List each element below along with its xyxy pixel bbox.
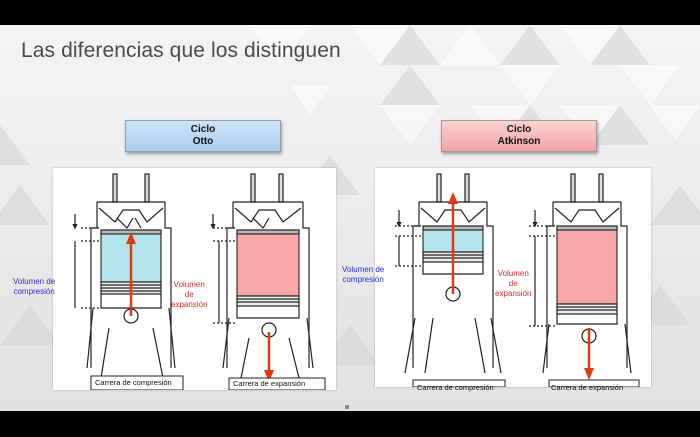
atkinson-label-line2: Atkinson — [497, 136, 541, 147]
otto-comp-label-2: compresión — [13, 287, 55, 296]
otto-exp-label-3: expansión — [171, 300, 208, 309]
otto-exp-label-2: de — [184, 290, 194, 299]
slide: Las diferencias que los distinguen Ciclo… — [0, 25, 700, 411]
atk-comp-label-1: Volumen de — [342, 265, 385, 274]
otto-expansion-engine — [210, 173, 314, 379]
atkinson-expansion-volume-label: Volumen de expansión — [495, 269, 531, 299]
otto-exp-label-1: Volumen — [173, 280, 205, 289]
otto-diagram-panel: Volumen de compresión Volumen de expansi… — [13, 168, 336, 390]
atkinson-diagram-panel: Volumen de compresión Volumen de expansi… — [342, 168, 651, 392]
atkinson-label-line1: Ciclo — [506, 124, 532, 135]
otto-compression-engine — [72, 173, 176, 379]
atkinson-engine-diagram — [395, 173, 640, 387]
otto-compression-volume-label: Volumen de compresión — [13, 277, 55, 297]
atkinson-expansion-stroke-caption: Carrera de expansión — [551, 383, 624, 392]
atkinson-cycle-label: Ciclo Atkinson — [441, 120, 597, 152]
atkinson-compression-volume-label: Volumen de compresión — [342, 265, 384, 285]
atkinson-compression-stroke-caption: Carrera de compresión — [417, 383, 494, 392]
otto-label-line1: Ciclo — [190, 124, 216, 135]
atk-exp-label-3: expansión — [495, 289, 532, 298]
otto-expansion-volume-label: Volumen de expansión — [171, 280, 207, 310]
slide-title: Las diferencias que los distinguen — [21, 39, 341, 62]
atk-comp-label-2: compresión — [342, 275, 384, 284]
otto-engine-diagram — [72, 173, 326, 390]
otto-compression-stroke-caption: Carrera de compresión — [95, 378, 172, 387]
otto-cycle-label: Ciclo Otto — [125, 120, 281, 152]
otto-expansion-stroke-caption: Carrera de expansión — [233, 379, 306, 388]
atkinson-expansion-engine — [529, 173, 632, 374]
otto-comp-label-1: Volumen de — [13, 277, 56, 286]
atk-exp-label-1: Volumen — [497, 269, 529, 278]
otto-label-line2: Otto — [192, 136, 214, 147]
atk-exp-label-2: de — [508, 279, 518, 288]
slide-marker — [345, 405, 349, 409]
atkinson-compression-engine — [395, 173, 502, 374]
